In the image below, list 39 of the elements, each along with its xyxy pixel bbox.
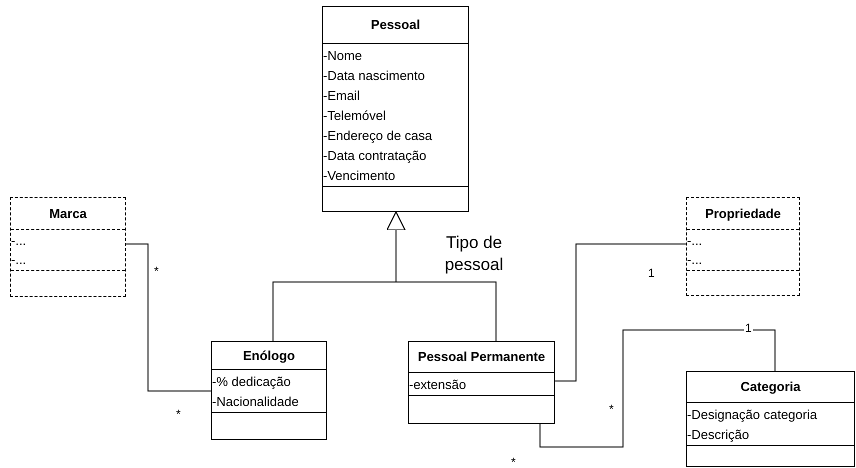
multiplicity-label: *: [154, 263, 159, 280]
attribute-text: -Email: [323, 86, 361, 104]
multiplicity-label: 1: [648, 265, 655, 282]
class-name: Marca: [49, 204, 87, 223]
class-name: Enólogo: [243, 346, 295, 365]
attribute-text: -Telemóvel: [323, 106, 387, 124]
class-name: Propriedade: [705, 204, 781, 223]
class-box: [10, 197, 126, 297]
class-name: Pessoal Permanente: [418, 348, 546, 366]
attribute-text: -Nome: [323, 46, 364, 64]
association-line: [554, 244, 686, 382]
attribute-text: -...: [687, 232, 704, 250]
attribute-text: -extensão: [409, 376, 468, 394]
multiplicity-label: *: [511, 454, 516, 468]
attribute-text: -...: [11, 232, 28, 250]
attribute-text: -Data nascimento: [323, 66, 426, 84]
class-box: [686, 197, 800, 296]
attribute-text: -% dedicação: [212, 372, 292, 391]
class-box: [211, 341, 327, 440]
multiplicity-label: 1: [744, 321, 753, 335]
attribute-text: -...: [687, 251, 704, 269]
multiplicity-label: *: [176, 406, 181, 423]
association-line: [126, 244, 212, 392]
multiplicity-label: *: [609, 401, 614, 418]
relationship-label: Tipo de pessoal: [444, 232, 504, 276]
attribute-text: -Data contratação: [323, 146, 428, 165]
attribute-text: -Descrição: [687, 426, 750, 444]
class-box: [408, 341, 555, 424]
attribute-text: -Vencimento: [323, 166, 396, 184]
class-name: Pessoal: [370, 16, 420, 34]
class-name: Categoria: [740, 378, 800, 396]
attribute-text: -Designação categoria: [687, 406, 818, 424]
generalization-arrow: [386, 212, 496, 342]
attribute-text: -Endereço de casa: [323, 126, 434, 145]
attribute-text: -...: [11, 251, 28, 269]
class-box: [322, 6, 469, 212]
class-box: [686, 371, 855, 467]
attribute-text: -Nacionalidade: [212, 392, 300, 410]
association-line: [540, 330, 776, 448]
